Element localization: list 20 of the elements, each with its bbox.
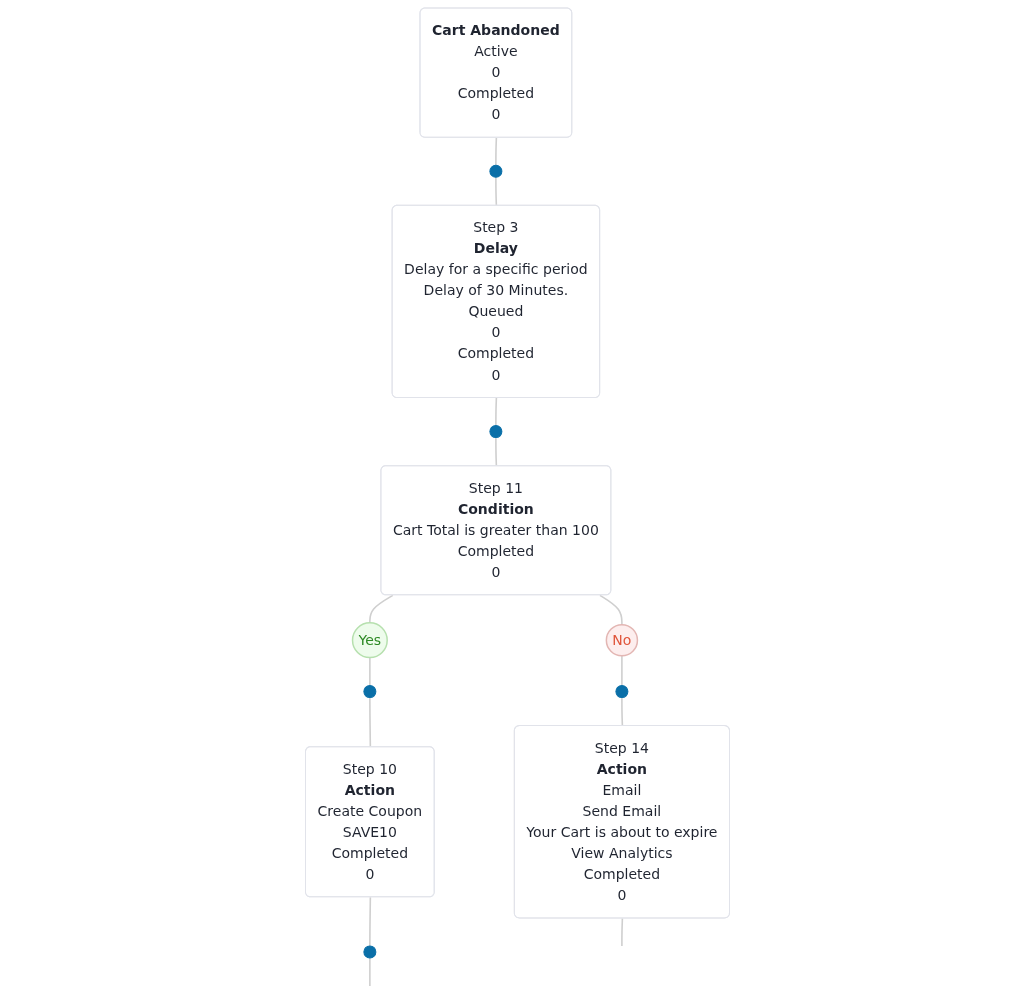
connector (621, 917, 624, 947)
connector (369, 656, 371, 687)
connector (599, 594, 623, 626)
connector (369, 957, 371, 987)
connector (495, 397, 498, 427)
connector (495, 136, 498, 167)
node-circle (363, 685, 377, 699)
connector (495, 176, 498, 207)
connector (621, 654, 623, 687)
connector (369, 594, 394, 624)
connector (495, 436, 498, 467)
node-circle (489, 425, 503, 439)
node-circle (615, 685, 629, 699)
connector (369, 896, 372, 947)
node-circle (363, 945, 377, 959)
node-circle: Yes (351, 622, 388, 659)
node-circle (489, 164, 503, 178)
node-circle: No (605, 623, 639, 657)
connector (621, 696, 624, 727)
connector (369, 696, 372, 748)
